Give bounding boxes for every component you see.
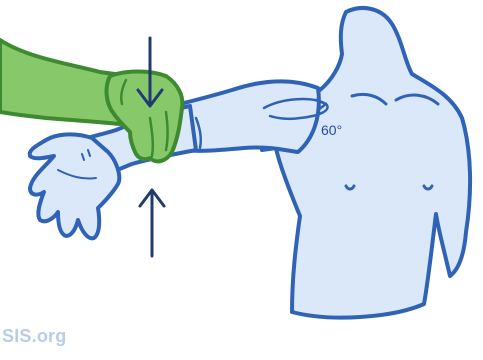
- angle-label: 60°: [321, 122, 342, 138]
- patient-hand: [30, 134, 120, 238]
- watermark: SIS.org: [2, 326, 66, 347]
- torso: [262, 8, 470, 318]
- up-arrow-icon: [140, 190, 164, 256]
